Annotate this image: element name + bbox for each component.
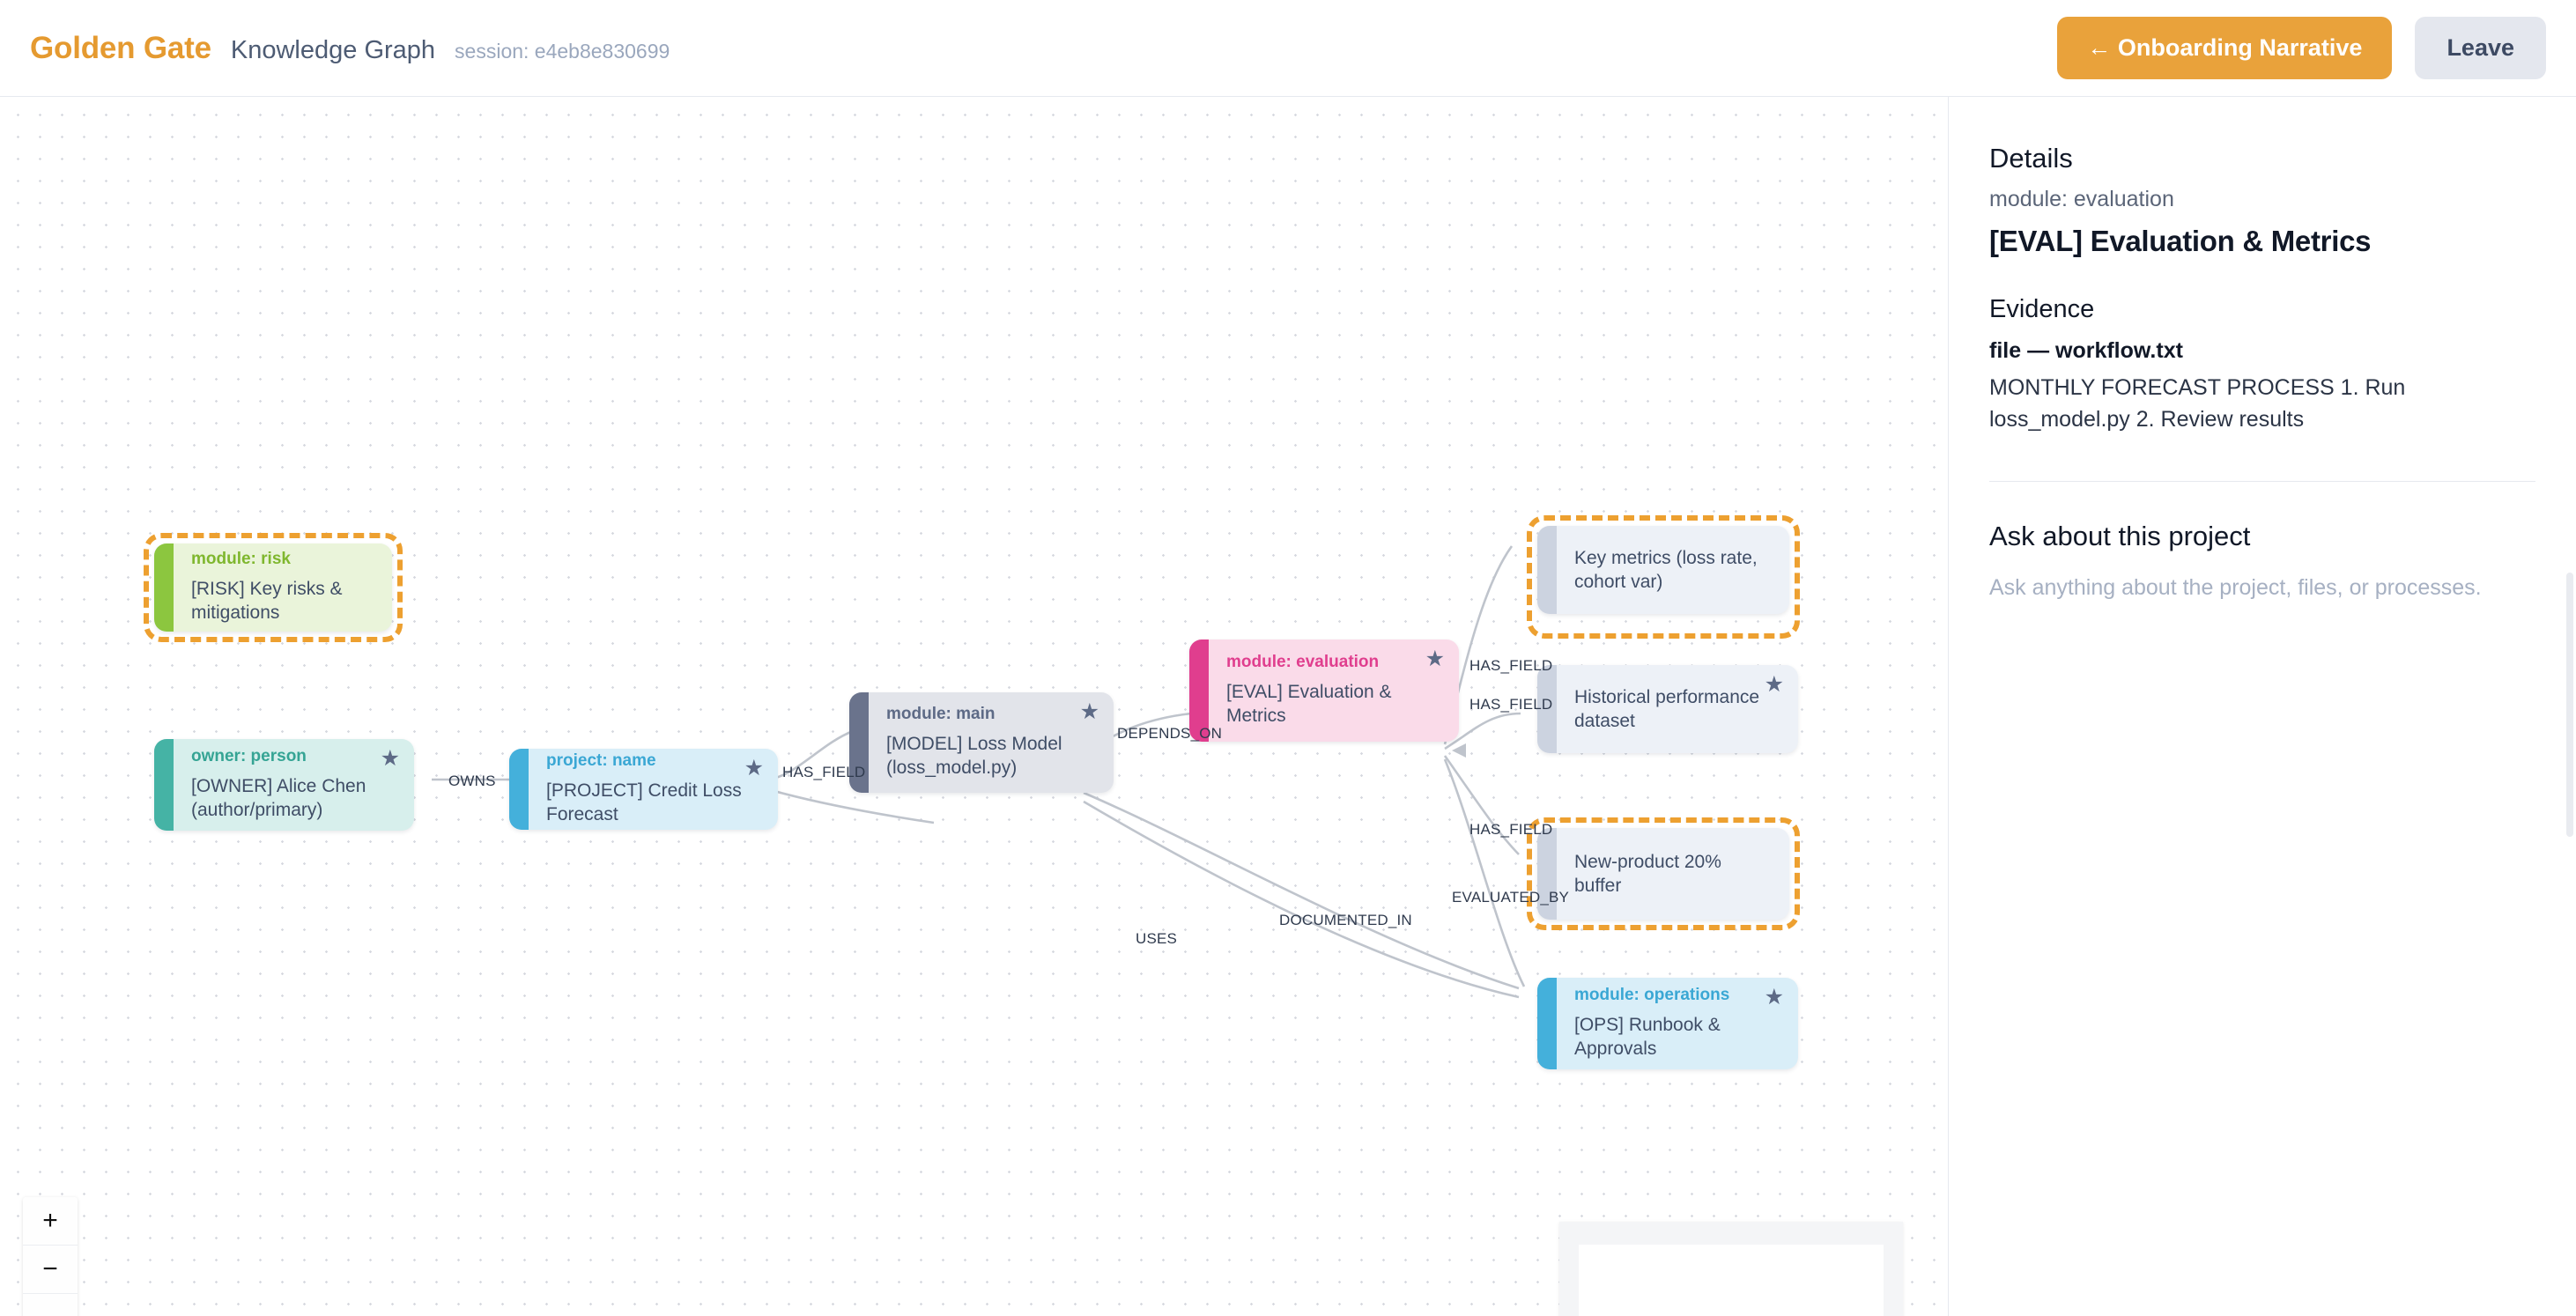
node-kind: module: evaluation bbox=[1226, 653, 1380, 672]
star-icon[interactable]: ★ bbox=[1764, 672, 1784, 697]
zoom-out-button[interactable]: − bbox=[23, 1246, 78, 1294]
details-title: [EVAL] Evaluation & Metrics bbox=[1989, 225, 2372, 257]
brand-logo: Golden Gate bbox=[30, 30, 211, 65]
edge-label-uses: USES bbox=[1136, 930, 1178, 947]
node-label: [OPS] Runbook & Approvals bbox=[1574, 1015, 1721, 1060]
node-body: Historical performance dataset bbox=[1557, 665, 1798, 753]
graph-node-evaluation[interactable]: module: evaluation [EVAL] Evaluation & M… bbox=[1189, 640, 1459, 742]
edge-label-has-field-main: HAS_FIELD bbox=[782, 764, 866, 780]
node-body: project: name [PROJECT] Credit Loss Fore… bbox=[529, 749, 778, 830]
graph-node-keymetrics[interactable]: Key metrics (loss rate, cohort var) bbox=[1537, 526, 1789, 614]
node-body: New-product 20% buffer bbox=[1557, 828, 1789, 920]
details-module: module: evaluation bbox=[1989, 187, 2174, 211]
edge-evaluated-by bbox=[1443, 758, 1526, 987]
node-kind: project: name bbox=[546, 751, 656, 771]
node-kind: module: operations bbox=[1574, 986, 1730, 1005]
leave-button[interactable]: Leave bbox=[2415, 17, 2546, 79]
minimap[interactable] bbox=[1559, 1222, 1903, 1316]
node-body: owner: person [OWNER] Alice Chen (author… bbox=[174, 739, 414, 831]
ask-input[interactable]: Ask anything about the project, files, o… bbox=[1989, 575, 2482, 600]
details-heading: Details bbox=[1989, 143, 2073, 174]
node-accent-stripe bbox=[1537, 526, 1557, 614]
node-kind: module: main bbox=[886, 705, 996, 724]
star-icon[interactable]: ★ bbox=[1425, 647, 1445, 671]
session-id: session: e4eb8e830699 bbox=[455, 39, 670, 63]
node-body: module: main [MODEL] Loss Model (loss_mo… bbox=[869, 692, 1114, 793]
node-body: module: risk [RISK] Key risks & mitigati… bbox=[174, 543, 392, 632]
edge-has-field-buffer bbox=[1443, 755, 1520, 855]
node-accent-stripe bbox=[1537, 828, 1557, 920]
edge-uses bbox=[1083, 791, 1520, 990]
star-icon[interactable]: ★ bbox=[744, 756, 764, 780]
node-label: New-product 20% buffer bbox=[1574, 851, 1721, 896]
evidence-heading: Evidence bbox=[1989, 295, 2095, 323]
edge-label-evaluated-by: EVALUATED_BY bbox=[1452, 889, 1570, 906]
node-accent-stripe bbox=[154, 739, 174, 831]
node-label: Historical performance dataset bbox=[1574, 686, 1760, 731]
node-accent-stripe bbox=[154, 543, 174, 632]
brand-group: Golden Gate Knowledge Graph session: e4e… bbox=[0, 31, 670, 66]
sidebar-divider bbox=[1989, 481, 2535, 482]
graph-node-buffer[interactable]: New-product 20% buffer bbox=[1537, 828, 1789, 920]
graph-node-main[interactable]: module: main [MODEL] Loss Model (loss_mo… bbox=[849, 692, 1114, 793]
graph-node-project[interactable]: project: name [PROJECT] Credit Loss Fore… bbox=[509, 749, 778, 830]
evidence-snippet: MONTHLY FORECAST PROCESS 1. Run loss_mod… bbox=[1989, 375, 2406, 432]
node-label: [PROJECT] Credit Loss Forecast bbox=[546, 780, 742, 825]
node-accent-stripe bbox=[1537, 665, 1557, 753]
edge-label-owns: OWNS bbox=[448, 773, 496, 789]
graph-canvas[interactable]: module: risk [RISK] Key risks & mitigati… bbox=[0, 97, 1948, 1316]
node-kind: module: risk bbox=[191, 550, 291, 569]
node-accent-stripe bbox=[1537, 978, 1557, 1069]
edge-label-has-field-buffer: HAS_FIELD bbox=[1469, 821, 1553, 838]
graph-node-historical[interactable]: Historical performance dataset ★ bbox=[1537, 665, 1798, 753]
star-icon[interactable]: ★ bbox=[380, 746, 400, 771]
graph-node-operations[interactable]: module: operations [OPS] Runbook & Appro… bbox=[1537, 978, 1798, 1069]
edge-arrow-evaluation bbox=[1452, 743, 1466, 758]
node-label: [RISK] Key risks & mitigations bbox=[191, 579, 343, 624]
onboarding-narrative-button[interactable]: ← Onboarding Narrative bbox=[2057, 17, 2393, 79]
star-icon[interactable]: ★ bbox=[1764, 985, 1784, 1009]
minimap-viewport[interactable] bbox=[1579, 1245, 1884, 1316]
node-accent-stripe bbox=[509, 749, 529, 830]
details-sidebar: Details module: evaluation [EVAL] Evalua… bbox=[1948, 97, 2576, 1316]
sidebar-scrollbar[interactable] bbox=[2566, 573, 2573, 837]
node-body: module: operations [OPS] Runbook & Appro… bbox=[1557, 978, 1798, 1069]
fit-view-button[interactable] bbox=[23, 1294, 78, 1316]
top-bar-actions: ← Onboarding Narrative Leave bbox=[2057, 17, 2576, 79]
node-label: [MODEL] Loss Model (loss_model.py) bbox=[886, 734, 1062, 779]
edge-project-lower bbox=[764, 787, 935, 824]
edge-documented-in bbox=[1083, 800, 1520, 999]
page-title: Knowledge Graph bbox=[230, 35, 436, 64]
edge-label-has-field-historical: HAS_FIELD bbox=[1469, 696, 1553, 713]
edge-label-documented-in: DOCUMENTED_IN bbox=[1279, 912, 1412, 928]
star-icon[interactable]: ★ bbox=[1079, 699, 1099, 724]
graph-node-risk[interactable]: module: risk [RISK] Key risks & mitigati… bbox=[154, 543, 392, 632]
node-body: Key metrics (loss rate, cohort var) bbox=[1557, 526, 1789, 614]
node-label: [EVAL] Evaluation & Metrics bbox=[1226, 682, 1392, 727]
edge-label-has-field-keymetrics: HAS_FIELD bbox=[1469, 657, 1553, 674]
edge-label-depends-on: DEPENDS_ON bbox=[1117, 725, 1223, 742]
node-label: Key metrics (loss rate, cohort var) bbox=[1574, 547, 1758, 592]
zoom-in-button[interactable]: + bbox=[23, 1197, 78, 1246]
top-bar: Golden Gate Knowledge Graph session: e4e… bbox=[0, 0, 2576, 97]
node-accent-stripe bbox=[1189, 640, 1209, 742]
node-body: module: evaluation [EVAL] Evaluation & M… bbox=[1209, 640, 1459, 742]
evidence-file: file — workflow.txt bbox=[1989, 338, 2183, 363]
node-accent-stripe bbox=[849, 692, 869, 793]
ask-heading: Ask about this project bbox=[1989, 521, 2251, 551]
graph-node-owner[interactable]: owner: person [OWNER] Alice Chen (author… bbox=[154, 739, 414, 831]
edge-has-field-historical bbox=[1444, 712, 1521, 750]
zoom-controls[interactable]: + − bbox=[23, 1197, 78, 1316]
node-label: [OWNER] Alice Chen (author/primary) bbox=[191, 776, 366, 821]
node-kind: owner: person bbox=[191, 747, 307, 766]
